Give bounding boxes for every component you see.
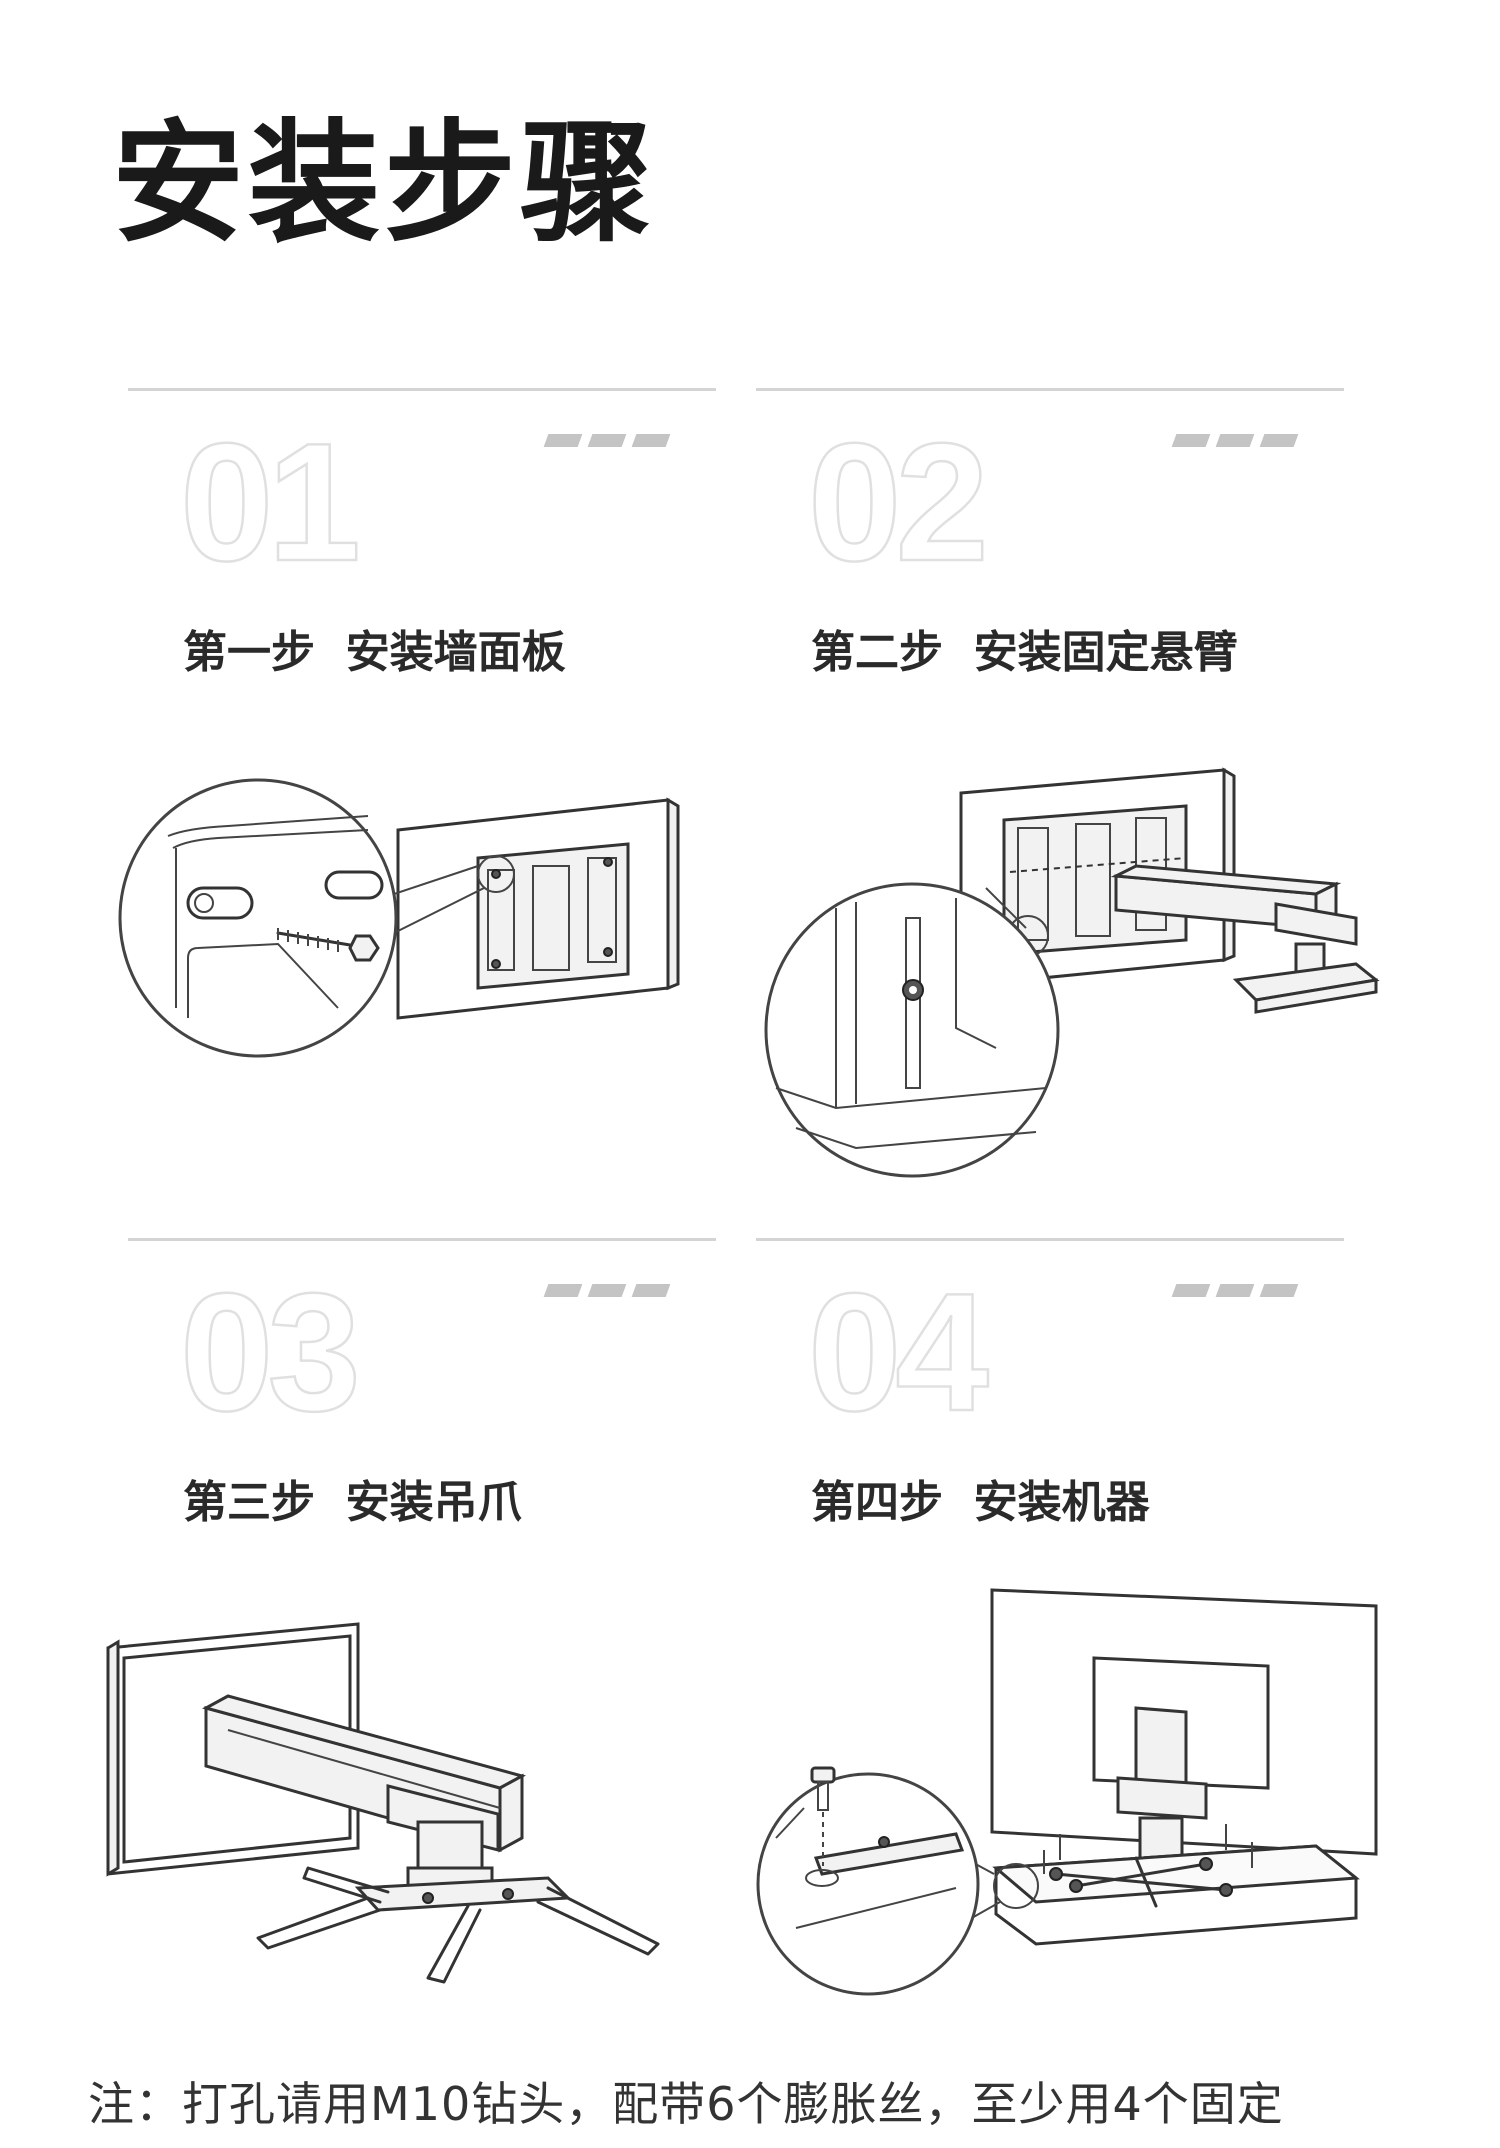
step-2: 02 第二步 安装固定悬臂 [756,388,1380,1188]
divider [756,388,1344,391]
page-title: 安装步骤 [112,107,656,261]
step-number: 04 [807,1258,990,1446]
installation-note: 注：打孔请用M10钻头，配带6个膨胀丝，至少用4个固定 [88,2077,1284,2131]
install-projector-illustration [756,1588,1378,1996]
step-label: 第三步 安装吊爪 [183,1477,522,1528]
step-label: 第二步 安装固定悬臂 [811,627,1238,678]
divider [128,1238,716,1241]
divider [756,1238,1344,1241]
step-number: 02 [807,408,990,596]
fixed-arm-illustration [764,767,1380,1178]
step-number: 03 [179,1258,362,1446]
hanging-claw-illustration [106,1622,660,1984]
step-number: 01 [179,408,362,596]
step-label: 第四步 安装机器 [811,1477,1150,1528]
step-3: 03 第三步 安装吊爪 [106,1238,718,2038]
step-label: 第一步 安装墙面板 [183,627,566,678]
divider [128,388,716,391]
step-1: 01 第一步 安装墙面板 [118,388,718,1188]
wall-plate-illustration [118,778,680,1058]
step-4: 04 第四步 安装机器 [756,1238,1378,2038]
